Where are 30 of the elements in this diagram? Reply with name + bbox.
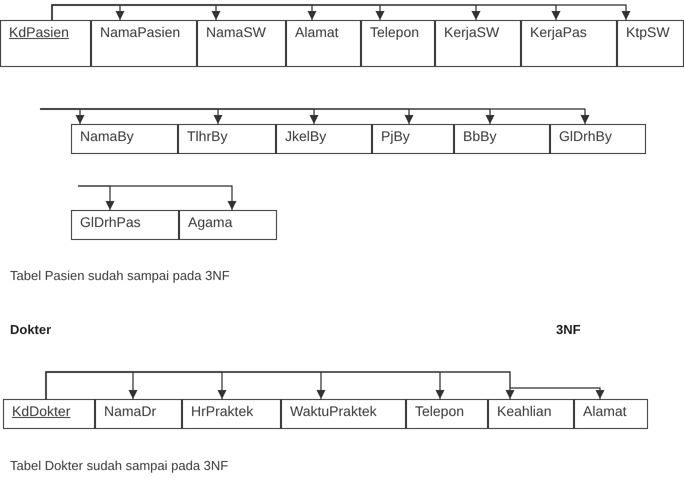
table-cell: Telepon xyxy=(406,399,488,429)
table-cell: NamaBy xyxy=(71,124,178,154)
table-cell: TlhrBy xyxy=(178,124,276,154)
dependency-arrow xyxy=(45,371,604,399)
table-cell: JkelBy xyxy=(276,124,372,154)
table-cell: KerjaPas xyxy=(521,20,617,67)
table-cell: GlDrhPas xyxy=(71,210,179,240)
section-heading: 3NF xyxy=(556,322,581,337)
table-cell: Alamat xyxy=(574,399,648,429)
table-cell: KtpSW xyxy=(617,20,684,67)
dependency-arrow xyxy=(77,185,236,210)
table-cell: Telepon xyxy=(361,20,435,67)
table-cell: KdDokter xyxy=(3,399,95,429)
table-cell: KdPasien xyxy=(0,20,91,67)
table-cell: KerjaSW xyxy=(435,20,521,67)
section-heading: Dokter xyxy=(10,322,52,337)
table-cell: NamaPasien xyxy=(91,20,197,67)
table-cell: NamaDr xyxy=(95,399,182,429)
table-cell: Keahlian xyxy=(488,399,574,429)
table-cell: NamaSW xyxy=(197,20,286,67)
table-cell: Alamat xyxy=(286,20,361,67)
table-cell: BbBy xyxy=(454,124,550,154)
table-cell: PjBy xyxy=(372,124,454,154)
table-cell: Agama xyxy=(179,210,277,240)
table-cell: GlDrhBy xyxy=(550,124,646,154)
table-cell: WaktuPraktek xyxy=(281,399,406,429)
dependency-arrow xyxy=(39,108,590,124)
table-cell: HrPraktek xyxy=(182,399,281,429)
note-text: Tabel Dokter sudah sampai pada 3NF xyxy=(10,458,228,473)
note-text: Tabel Pasien sudah sampai pada 3NF xyxy=(10,268,230,283)
